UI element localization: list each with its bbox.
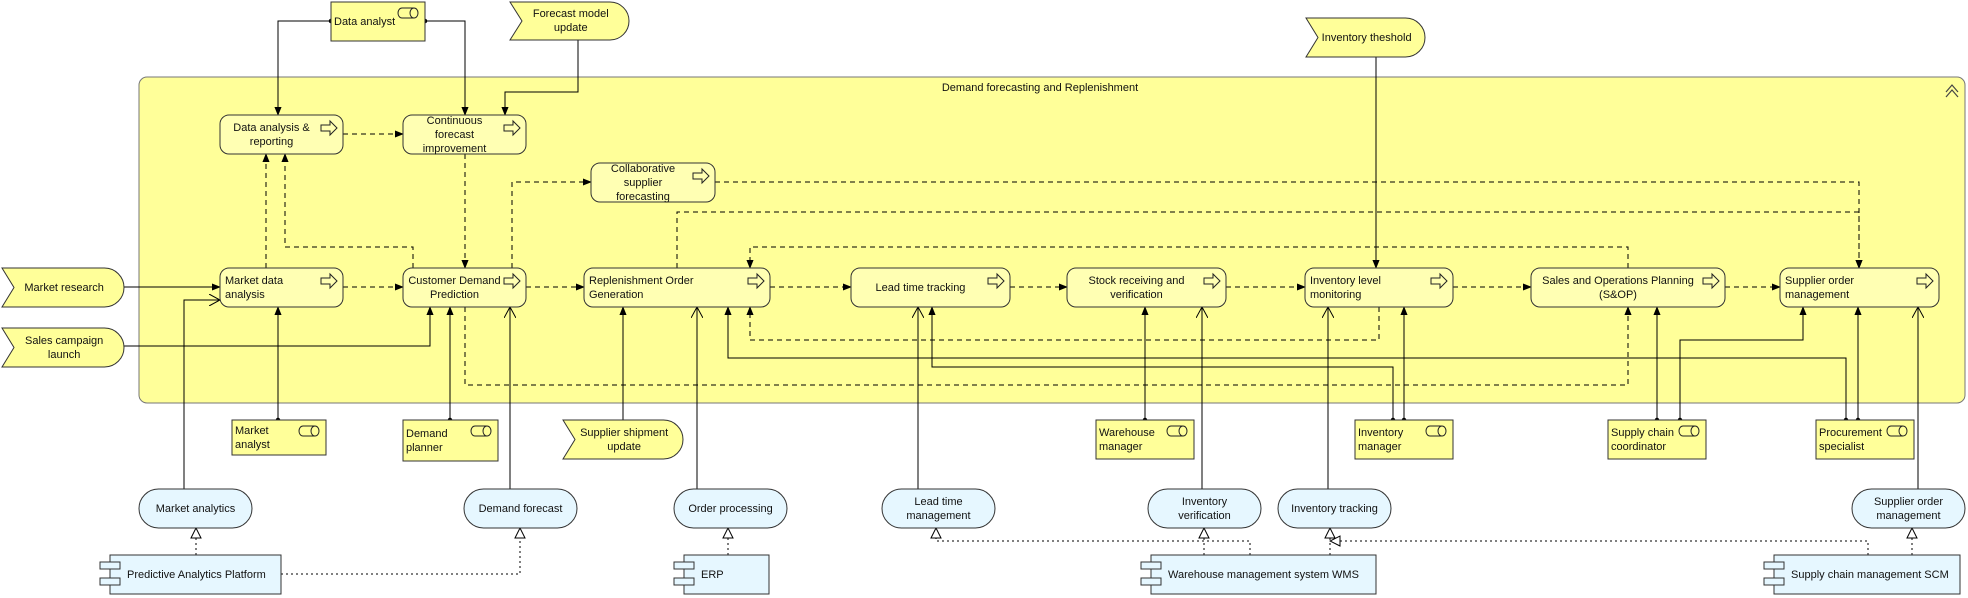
role-icon — [397, 7, 419, 19]
service-inventory-tracking[interactable] — [1277, 488, 1392, 529]
service-lead-time-mgmt[interactable] — [881, 488, 996, 529]
process-arrow-icon — [320, 272, 338, 290]
component-tab-icon — [673, 561, 695, 570]
assign-data-analyst-2[interactable] — [422, 18, 469, 116]
role-demand-planner[interactable] — [402, 419, 499, 462]
process-market-data[interactable] — [219, 267, 344, 308]
trigger-sales-campaign[interactable] — [124, 306, 434, 347]
component-predictive-platform[interactable] — [99, 554, 282, 595]
component-tab-icon — [99, 561, 121, 570]
process-customer-demand[interactable] — [402, 267, 527, 308]
role-inventory-manager[interactable] — [1354, 419, 1454, 460]
process-collab-supplier[interactable] — [590, 162, 716, 203]
process-data-analysis[interactable] — [219, 114, 344, 155]
process-arrow-icon — [747, 272, 765, 290]
flow-repl-som[interactable] — [676, 211, 1863, 269]
role-market-analyst[interactable] — [231, 419, 327, 456]
process-arrow-icon — [1702, 272, 1720, 290]
service-order-processing[interactable] — [673, 488, 788, 529]
event-sales-campaign[interactable] — [1, 327, 125, 368]
realize-wms-lt[interactable] — [936, 528, 1251, 555]
flow-sop-repl[interactable] — [746, 246, 1629, 269]
process-continuous-forecast[interactable] — [402, 114, 527, 155]
process-arrow-icon — [1203, 272, 1221, 290]
process-replenishment[interactable] — [583, 267, 771, 308]
role-data-analyst[interactable] — [330, 1, 426, 42]
component-tab-icon — [1763, 561, 1785, 570]
component-scm[interactable] — [1763, 554, 1961, 595]
component-tab-icon — [1763, 577, 1785, 586]
service-supplier-order-service[interactable] — [1851, 488, 1966, 529]
component-tab-icon — [1140, 561, 1162, 570]
flow-cdp-da[interactable] — [281, 153, 414, 268]
realize-scm-lt[interactable] — [1330, 541, 1869, 555]
service-market-analytics[interactable] — [138, 488, 253, 529]
serve-market-analytics[interactable] — [183, 300, 220, 489]
flow-collab-som[interactable] — [715, 181, 1863, 269]
role-icon — [1886, 425, 1908, 437]
component-erp[interactable] — [673, 554, 770, 595]
role-warehouse-manager[interactable] — [1095, 419, 1195, 460]
role-icon — [298, 425, 320, 437]
process-arrow-icon — [320, 119, 338, 137]
realize-ppa-df[interactable] — [281, 528, 520, 575]
trigger-forecast-update[interactable] — [501, 40, 579, 116]
component-wms[interactable] — [1140, 554, 1377, 595]
event-supplier-shipment[interactable] — [562, 419, 684, 460]
role-icon — [1166, 425, 1188, 437]
role-icon — [1425, 425, 1447, 437]
assign-data-analyst-1[interactable] — [274, 18, 334, 116]
role-icon — [470, 425, 492, 437]
process-stock-receiving[interactable] — [1066, 267, 1227, 308]
process-arrow-icon — [987, 272, 1005, 290]
collapse-chevron-icon[interactable] — [1945, 84, 1959, 98]
process-supplier-order-mgmt[interactable] — [1779, 267, 1940, 308]
event-forecast-model-update[interactable] — [509, 1, 630, 41]
flow-inv-repl[interactable] — [746, 306, 1380, 341]
process-arrow-icon — [1916, 272, 1934, 290]
relationship-edges — [124, 18, 1918, 575]
component-tab-icon — [1140, 577, 1162, 586]
service-demand-forecast[interactable] — [463, 488, 578, 529]
flow-cdp-sop[interactable] — [464, 306, 1632, 386]
event-market-research[interactable] — [1, 267, 125, 308]
component-tab-icon — [99, 577, 121, 586]
role-supply-chain-coord[interactable] — [1607, 419, 1707, 460]
assign-supply-chain-b[interactable] — [1677, 306, 1807, 423]
process-inventory-monitoring[interactable] — [1304, 267, 1454, 308]
flow-cdp-collab[interactable] — [511, 178, 592, 268]
role-procurement-specialist[interactable] — [1815, 419, 1915, 460]
process-arrow-icon — [503, 272, 521, 290]
process-arrow-icon — [503, 119, 521, 137]
service-inventory-verification[interactable] — [1147, 488, 1262, 529]
process-lead-time-tracking[interactable] — [850, 267, 1011, 308]
process-arrow-icon — [1430, 272, 1448, 290]
process-sop[interactable] — [1530, 267, 1726, 308]
assign-procurement-b[interactable] — [724, 306, 1849, 423]
role-icon — [1678, 425, 1700, 437]
event-inventory-threshold[interactable] — [1305, 17, 1426, 58]
process-arrow-icon — [692, 167, 710, 185]
component-tab-icon — [673, 577, 695, 586]
